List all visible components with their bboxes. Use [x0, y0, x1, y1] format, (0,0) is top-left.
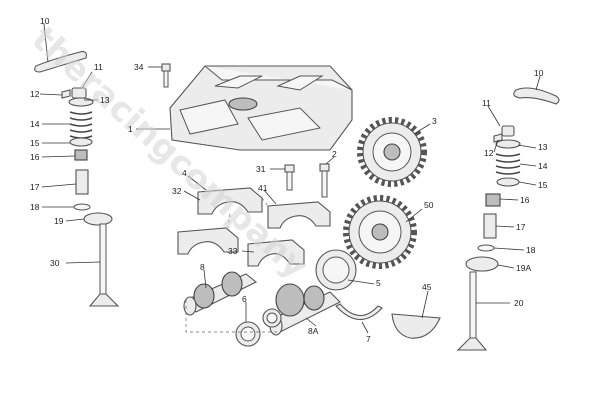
bearing-6b	[262, 308, 282, 328]
callout-10-right: 10	[534, 68, 544, 78]
callout-17-left: 17	[30, 182, 40, 192]
bolt-31	[284, 164, 295, 191]
callout-7: 7	[366, 334, 371, 344]
callout-2: 2	[332, 149, 337, 159]
camshaft-8A	[269, 283, 341, 336]
callout-33: 33	[228, 246, 238, 256]
callout-50: 50	[424, 200, 434, 210]
callout-32: 32	[172, 186, 182, 196]
right-valve-stack	[456, 125, 521, 351]
callout-8: 8	[200, 262, 205, 272]
bearing-cap-41	[267, 201, 331, 229]
callout-4: 4	[182, 168, 187, 178]
callout-12-right: 12	[484, 148, 494, 158]
callout-12-left: 12	[30, 89, 40, 99]
callout-18-left: 18	[30, 202, 40, 212]
bolt-34	[161, 63, 171, 88]
cam-gear-3	[357, 117, 427, 187]
leader-lines	[39, 23, 541, 334]
callout-17-right: 17	[516, 222, 526, 232]
callout-15-right: 15	[538, 180, 548, 190]
callout-19: 19	[54, 216, 64, 226]
callout-14-left: 14	[30, 119, 40, 129]
callout-15-left: 15	[30, 138, 40, 148]
callout-10-left: 10	[40, 16, 50, 26]
bearing-cap-33	[247, 239, 305, 267]
watermark-text: theracingcompany	[24, 19, 315, 287]
callout-labels: 10 11 12 13 14 15 16 17 18 19 30 34 1 3 …	[30, 16, 548, 344]
callout-6: 6	[242, 294, 247, 304]
left-rocker-arm-10	[34, 51, 87, 73]
callout-41: 41	[258, 183, 268, 193]
cam-gear-50	[343, 195, 417, 269]
right-rocker-arm-10	[513, 87, 560, 105]
bearing-cap-4	[197, 187, 263, 215]
bearing-cap-32	[177, 227, 239, 255]
callout-11-right: 11	[482, 98, 491, 108]
cylinder-head-cover	[169, 65, 353, 151]
callout-8A: 8A	[308, 326, 319, 336]
camshaft-8	[183, 271, 258, 316]
callout-30: 30	[50, 258, 60, 268]
bolt-2	[319, 163, 330, 198]
callout-14-right: 14	[538, 161, 548, 171]
callout-13-left: 13	[100, 95, 110, 105]
callout-3: 3	[432, 116, 437, 126]
ring-7	[335, 303, 383, 321]
callout-31: 31	[256, 164, 266, 174]
callout-1: 1	[128, 124, 133, 134]
callout-18-right: 18	[526, 245, 536, 255]
callout-34: 34	[134, 62, 144, 72]
bearing-5	[315, 249, 357, 291]
callout-20: 20	[514, 298, 524, 308]
callout-45: 45	[422, 282, 432, 292]
callout-16-left: 16	[30, 152, 40, 162]
callout-11-left: 11	[94, 62, 103, 72]
callout-5: 5	[376, 278, 381, 288]
callout-16-right: 16	[520, 195, 530, 205]
callout-19A: 19A	[516, 263, 531, 273]
callout-13-right: 13	[538, 142, 548, 152]
bearing-6	[235, 321, 261, 347]
left-valve-stack	[61, 87, 120, 307]
half-moon-seal-45	[391, 313, 441, 339]
